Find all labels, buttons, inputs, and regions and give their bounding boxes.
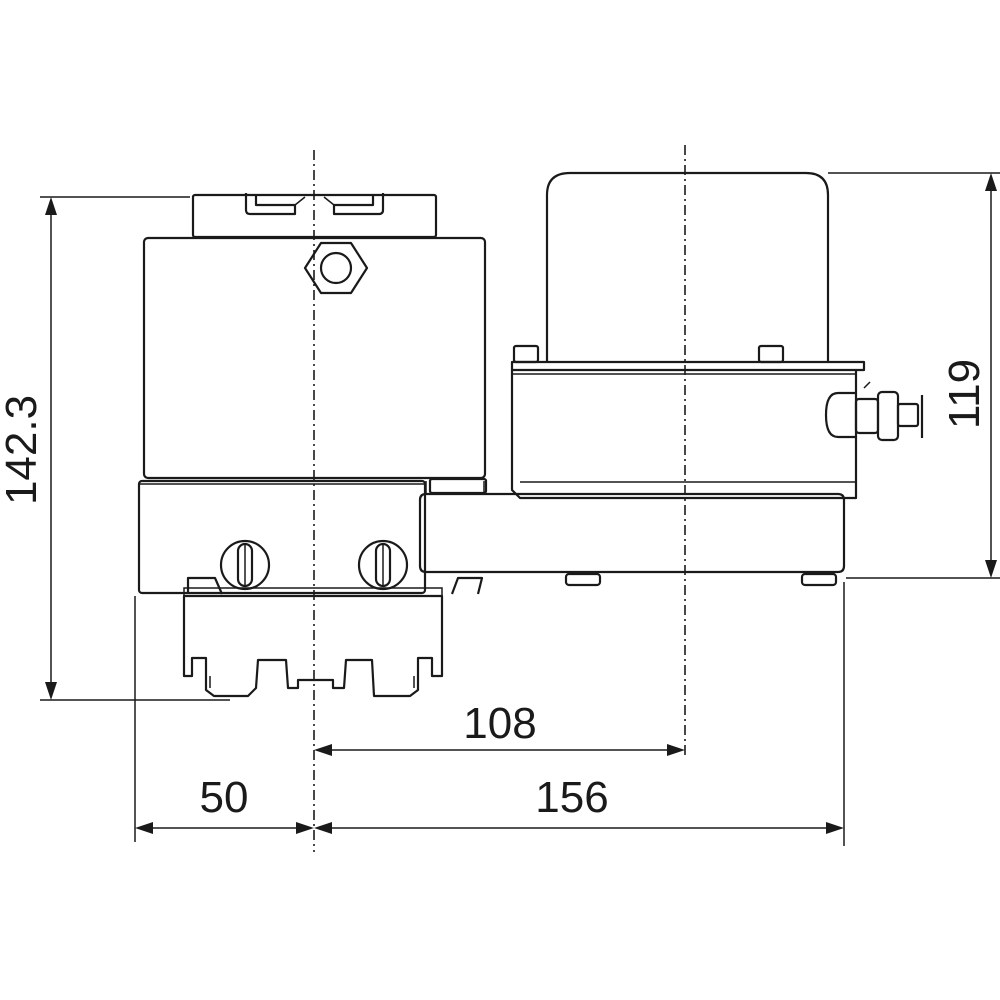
hex-nut bbox=[303, 241, 369, 295]
dimension-bottom: 50 156 bbox=[134, 582, 845, 846]
base-block bbox=[137, 479, 427, 595]
motor-cap bbox=[545, 171, 830, 362]
dimension-label-108: 108 bbox=[463, 699, 536, 748]
dimension-height-right: 119 bbox=[828, 172, 1000, 579]
screw-right bbox=[357, 539, 409, 591]
dimension-label-50: 50 bbox=[200, 773, 249, 822]
motor-flange bbox=[510, 360, 866, 372]
dimension-label-119: 119 bbox=[940, 359, 989, 429]
bottom-connector bbox=[182, 594, 444, 698]
dimension-center-offset: 108 bbox=[314, 699, 685, 756]
pneumatic-fitting bbox=[824, 381, 924, 442]
connector-slot bbox=[244, 193, 385, 216]
dimension-label-156: 156 bbox=[535, 773, 608, 822]
screw-left bbox=[219, 539, 271, 591]
linking-arm bbox=[418, 492, 846, 574]
dimension-label-142-3: 142.3 bbox=[0, 395, 46, 505]
left-actuator-unit bbox=[137, 193, 487, 698]
dimension-height-left: 142.3 bbox=[0, 196, 230, 701]
gearbox-body bbox=[510, 370, 858, 500]
right-motor-unit bbox=[418, 171, 924, 587]
